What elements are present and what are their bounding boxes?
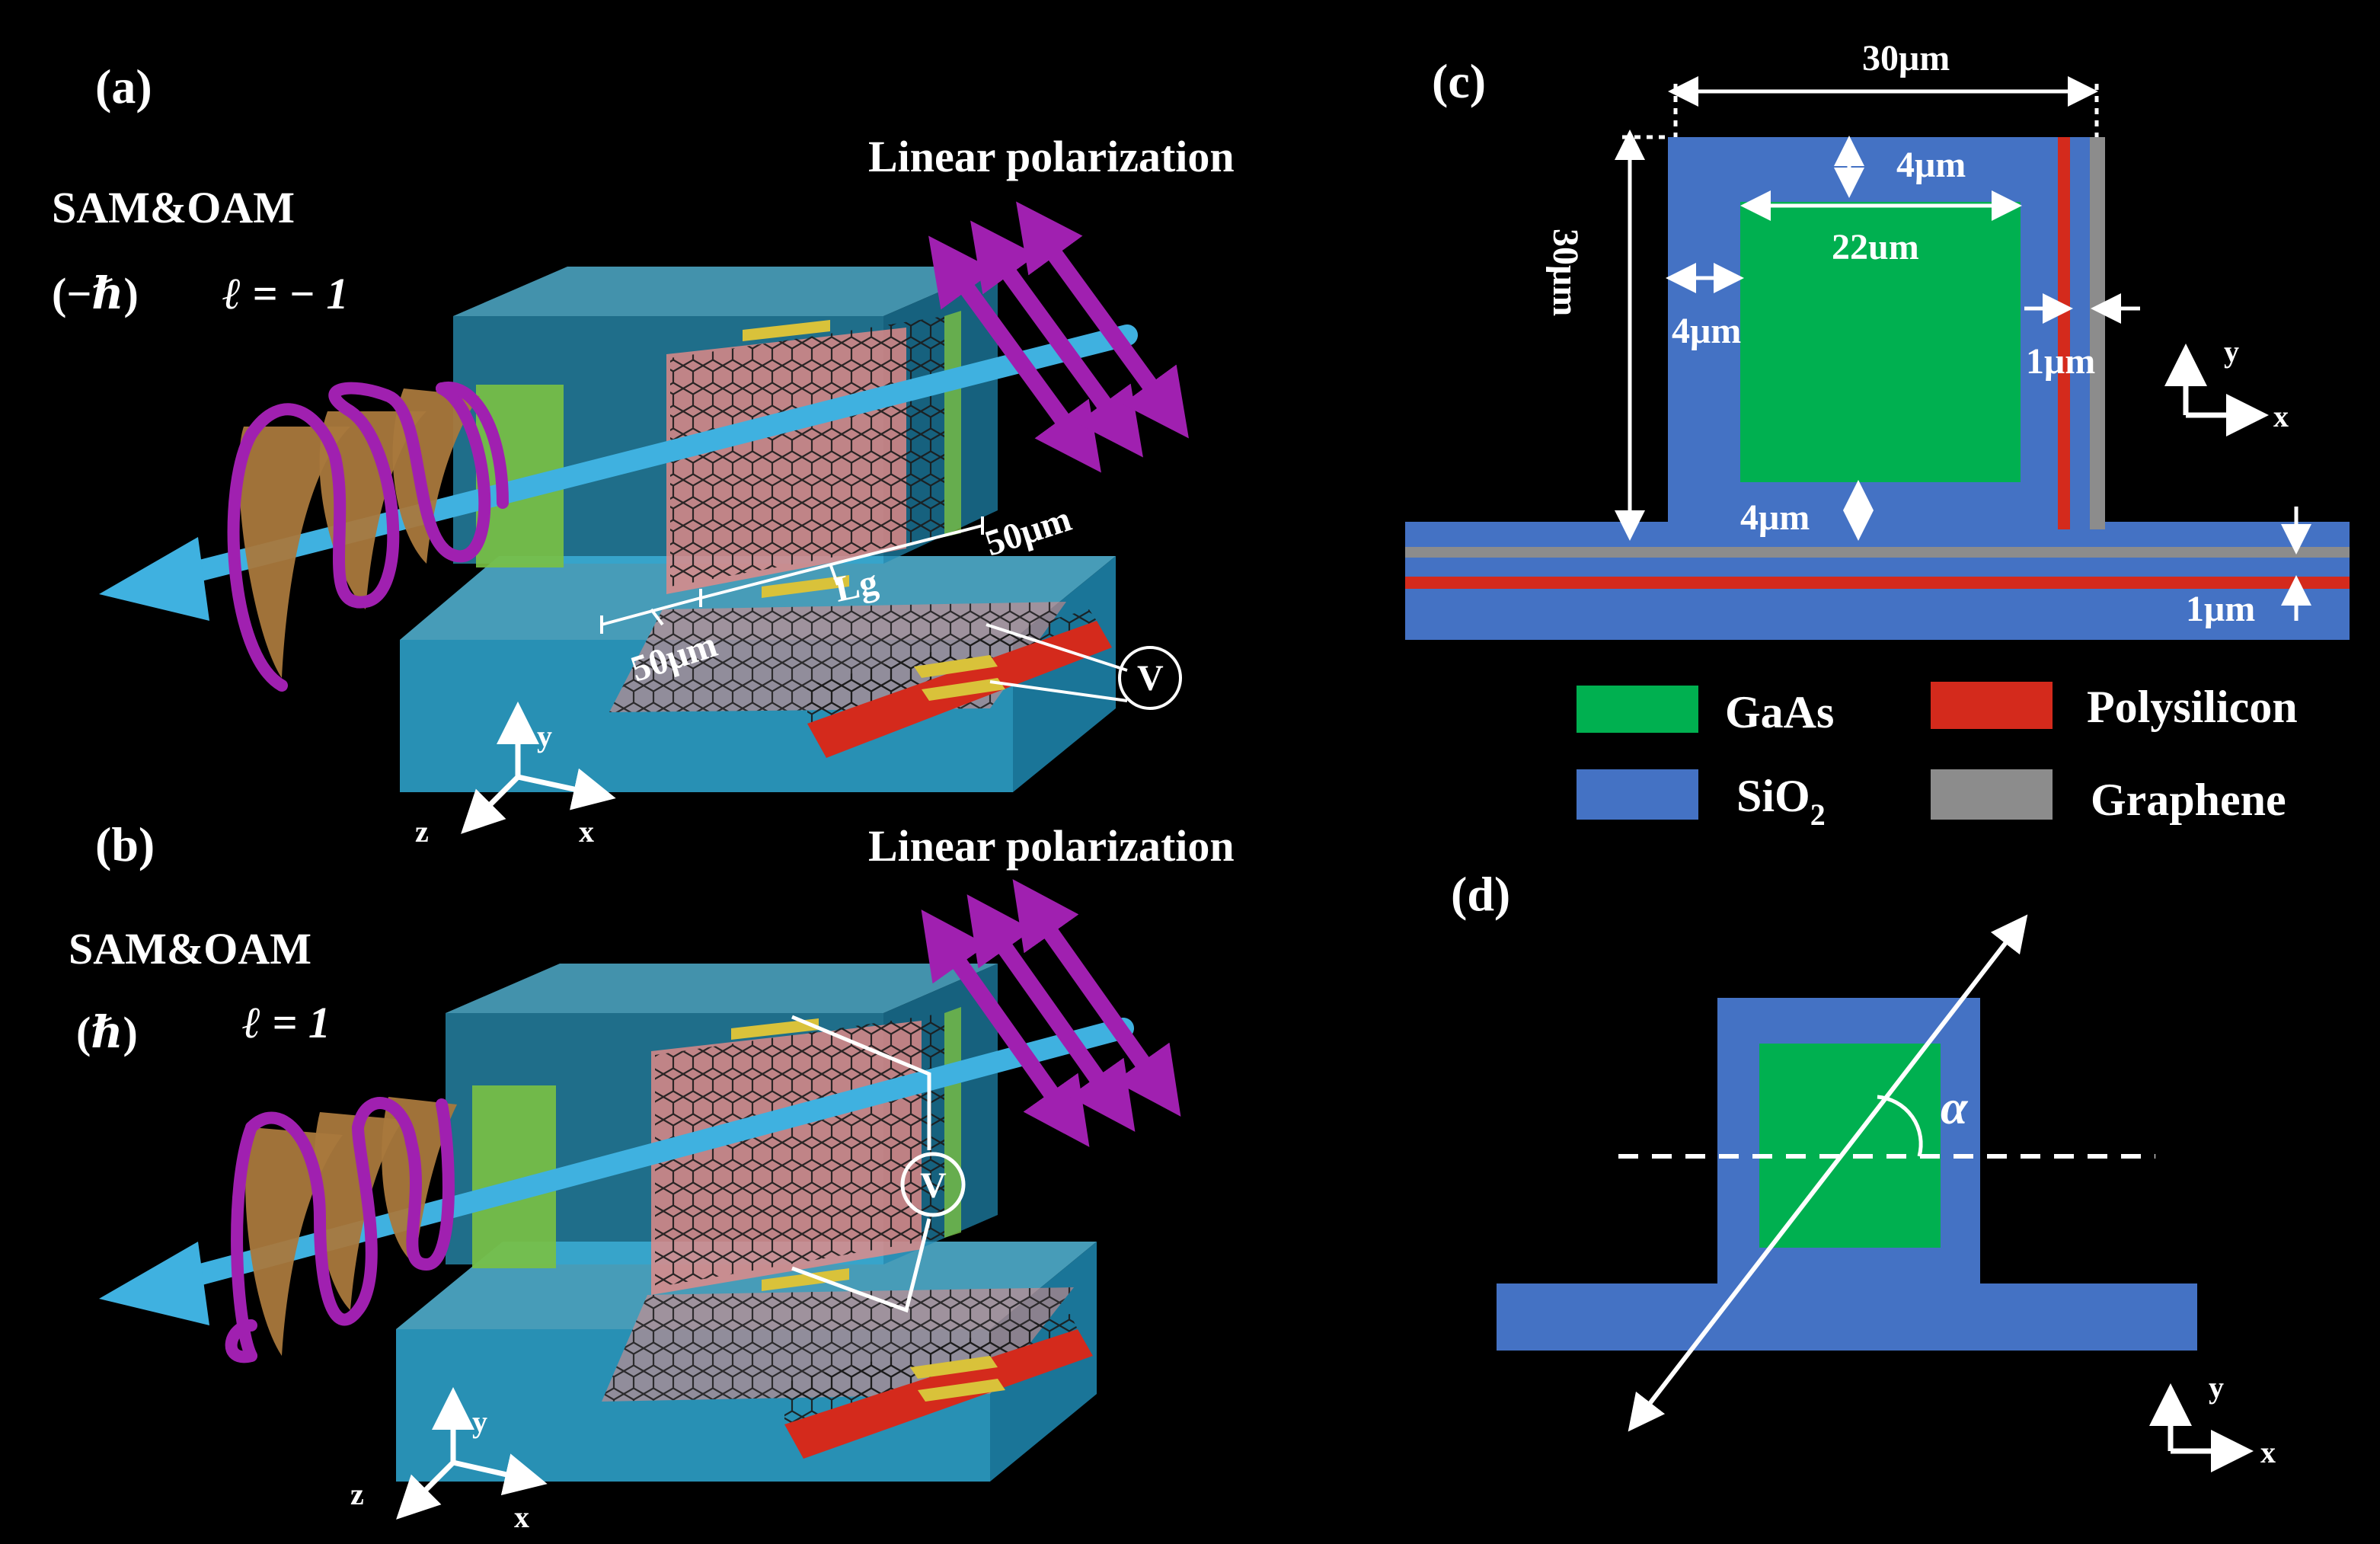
polysilicon-horizontal — [1405, 577, 2350, 589]
device-b — [396, 964, 1097, 1482]
panel-b: (b) Linear polarization SAM&OAM (ℏ) ℓ = … — [69, 817, 1235, 1534]
dim-lg: Lg — [831, 561, 881, 609]
legend-label-graphene: Graphene — [2091, 775, 2286, 825]
axis-x-c: x — [2273, 399, 2289, 433]
panel-a: (a) Linear polarization SAM&OAM (−ℏ) ℓ =… — [52, 59, 1235, 849]
cross-section-c — [1405, 137, 2350, 640]
voltmeter-b: V — [920, 1165, 947, 1206]
axis-z-a: z — [415, 814, 429, 849]
axes-d — [2149, 1383, 2254, 1472]
polarization-arrows-b — [921, 879, 1181, 1147]
dim-bottom-gap: 4μm — [1740, 497, 1810, 538]
legend-label-gaas: GaAs — [1725, 687, 1834, 737]
legend-swatch-polysilicon — [1931, 682, 2053, 729]
beam-a — [99, 201, 1189, 692]
helix-a — [227, 382, 491, 692]
wave-front-a — [238, 427, 350, 678]
panel-b-ell: ℓ = 1 — [242, 998, 331, 1047]
axes-c — [2164, 344, 2269, 436]
dim-top-gap: 4μm — [1896, 145, 1966, 185]
dimensions-a — [600, 516, 1182, 710]
panel-d-label: (d) — [1451, 867, 1510, 921]
panel-c: (c) 30μm 30μm 4μm 22um — [1405, 38, 2350, 832]
legend-label-sio2: SiO2 — [1736, 771, 1826, 832]
panel-a-ell: ℓ = − 1 — [222, 269, 348, 318]
graphene-horizontal — [1405, 547, 2350, 558]
dim-right-gap: 1μm — [2026, 341, 2095, 382]
axis-x-d: x — [2260, 1435, 2276, 1469]
legend-swatch-graphene — [1931, 769, 2053, 820]
voltmeter-a: V — [1137, 658, 1164, 698]
wave-front-b — [245, 1127, 343, 1356]
panel-b-title: Linear polarization — [868, 821, 1235, 871]
dim-layer: 1μm — [2186, 589, 2255, 629]
gaas-core — [1740, 202, 2021, 482]
dim-width: 30μm — [1862, 38, 1950, 78]
panel-a-spin: (−ℏ) — [52, 269, 139, 318]
panel-d: (d) α y x — [1451, 867, 2276, 1472]
polarization-direction-arrow — [1628, 914, 2028, 1432]
legend-label-polysilicon: Polysilicon — [2087, 682, 2298, 732]
axis-x-b: x — [514, 1500, 529, 1534]
legend-swatch-sio2 — [1577, 769, 1698, 820]
axis-y-a: y — [537, 719, 552, 753]
axes-a — [461, 702, 616, 834]
circuit-b — [791, 1015, 966, 1313]
panel-b-mode: SAM&OAM — [69, 924, 311, 973]
legend-swatch-gaas — [1577, 686, 1698, 733]
axis-z-b: z — [350, 1477, 364, 1511]
polarization-arrows-a — [928, 201, 1189, 473]
axis-y-d: y — [2209, 1370, 2224, 1405]
graphene-vertical — [2090, 137, 2105, 529]
cross-section-d — [1497, 914, 2197, 1432]
axis-y-c: y — [2224, 334, 2239, 369]
dim-height: 30μm — [1545, 229, 1586, 316]
panel-c-label: (c) — [1432, 54, 1486, 108]
axes-b — [396, 1387, 548, 1520]
device-a — [400, 267, 1116, 792]
panel-b-spin: (ℏ) — [76, 1008, 138, 1057]
beam-b — [99, 879, 1181, 1363]
polysilicon-vertical — [2058, 137, 2070, 529]
panel-a-title: Linear polarization — [868, 132, 1235, 181]
panel-a-mode: SAM&OAM — [52, 183, 295, 232]
panel-b-label: (b) — [95, 817, 155, 871]
angle-arc — [1877, 1095, 1923, 1157]
axis-x-a: x — [579, 814, 594, 849]
angle-alpha: α — [1941, 1080, 1969, 1134]
dimensions-c — [1615, 76, 2311, 621]
panel-a-label: (a) — [95, 59, 152, 113]
dim-left-gap: 4μm — [1672, 311, 1741, 351]
legend-c: GaAs Polysilicon SiO2 Graphene — [1577, 682, 2298, 832]
dim-core: 22um — [1832, 227, 1919, 267]
axis-y-b: y — [472, 1405, 487, 1439]
